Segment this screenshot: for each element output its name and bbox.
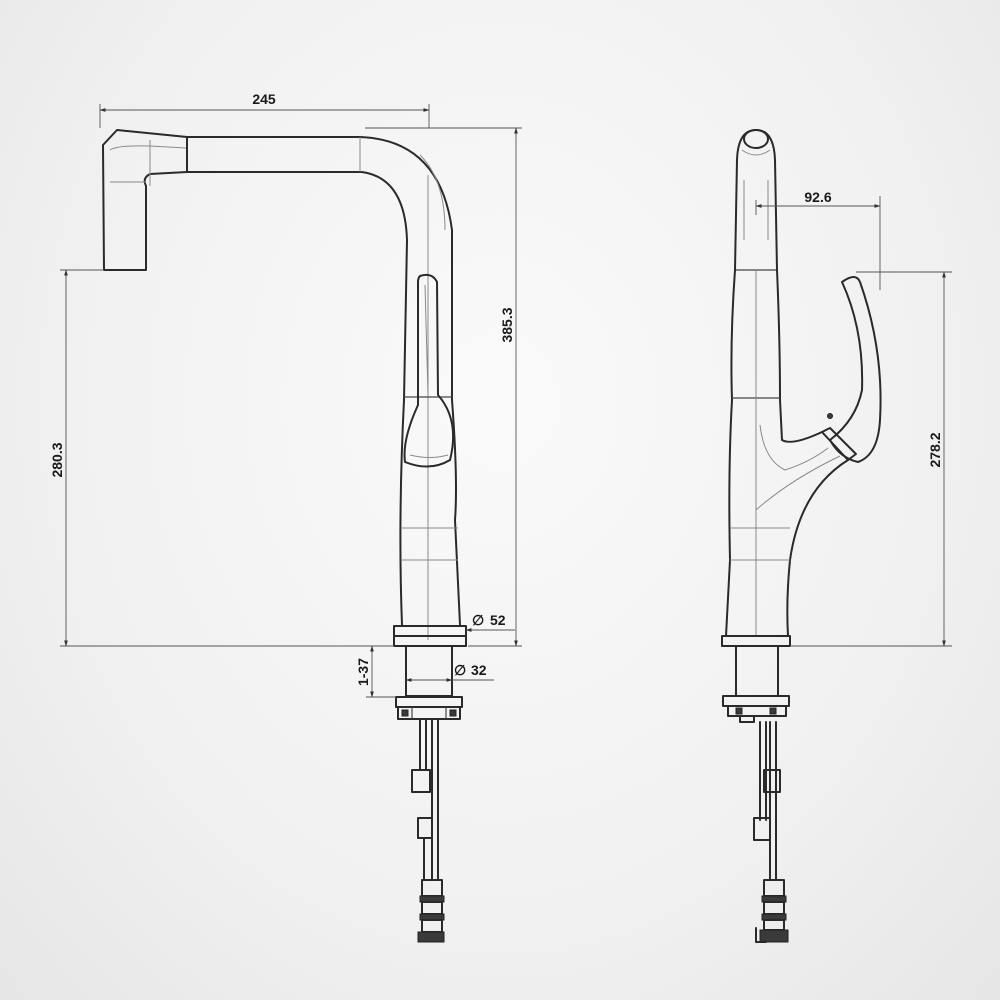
- spout-arm: [186, 136, 453, 640]
- side-base-plate: [721, 635, 791, 697]
- label-shank-diameter: 32: [471, 662, 487, 678]
- side-spray-head: [734, 129, 778, 271]
- diameter-symbol-52: ∅: [472, 612, 484, 628]
- front-handle: [403, 273, 455, 468]
- diameter-symbol-32: ∅: [454, 662, 466, 678]
- base-plate: [393, 625, 467, 697]
- side-faucet-body: [725, 269, 849, 637]
- label-spout-reach: 245: [252, 91, 276, 107]
- dimension-handle-height: 278.2: [790, 271, 952, 647]
- dimension-handle-offset: 92.6: [755, 189, 881, 290]
- side-mounting-nut: [722, 695, 790, 723]
- dimension-spout-height: 280.3: [49, 269, 394, 647]
- label-deck-thickness: 1-37: [355, 658, 371, 686]
- side-view: 92.6 278.2: [721, 129, 952, 943]
- supply-hoses: [411, 718, 445, 943]
- label-spout-height: 280.3: [49, 442, 65, 477]
- dimension-base-diameter: ∅ 52: [465, 612, 515, 632]
- mounting-nut: [395, 696, 463, 720]
- faucet-body: [399, 396, 461, 626]
- dimension-total-height: 385.3: [365, 127, 522, 647]
- label-handle-height: 278.2: [927, 432, 943, 467]
- dimension-spout-reach: 245: [99, 91, 430, 128]
- side-supply-hoses: [753, 721, 789, 943]
- label-total-height: 385.3: [499, 307, 515, 342]
- front-view: 245 385.3 280.3 ∅ 52 ∅ 32: [49, 91, 522, 943]
- dimension-shank-diameter: ∅ 32: [405, 662, 494, 682]
- dimension-deck-thickness: 1-37: [355, 645, 396, 698]
- label-handle-offset: 92.6: [804, 189, 831, 205]
- spray-head: [102, 129, 188, 271]
- side-lever-handle: [821, 276, 882, 463]
- label-base-diameter: 52: [490, 612, 506, 628]
